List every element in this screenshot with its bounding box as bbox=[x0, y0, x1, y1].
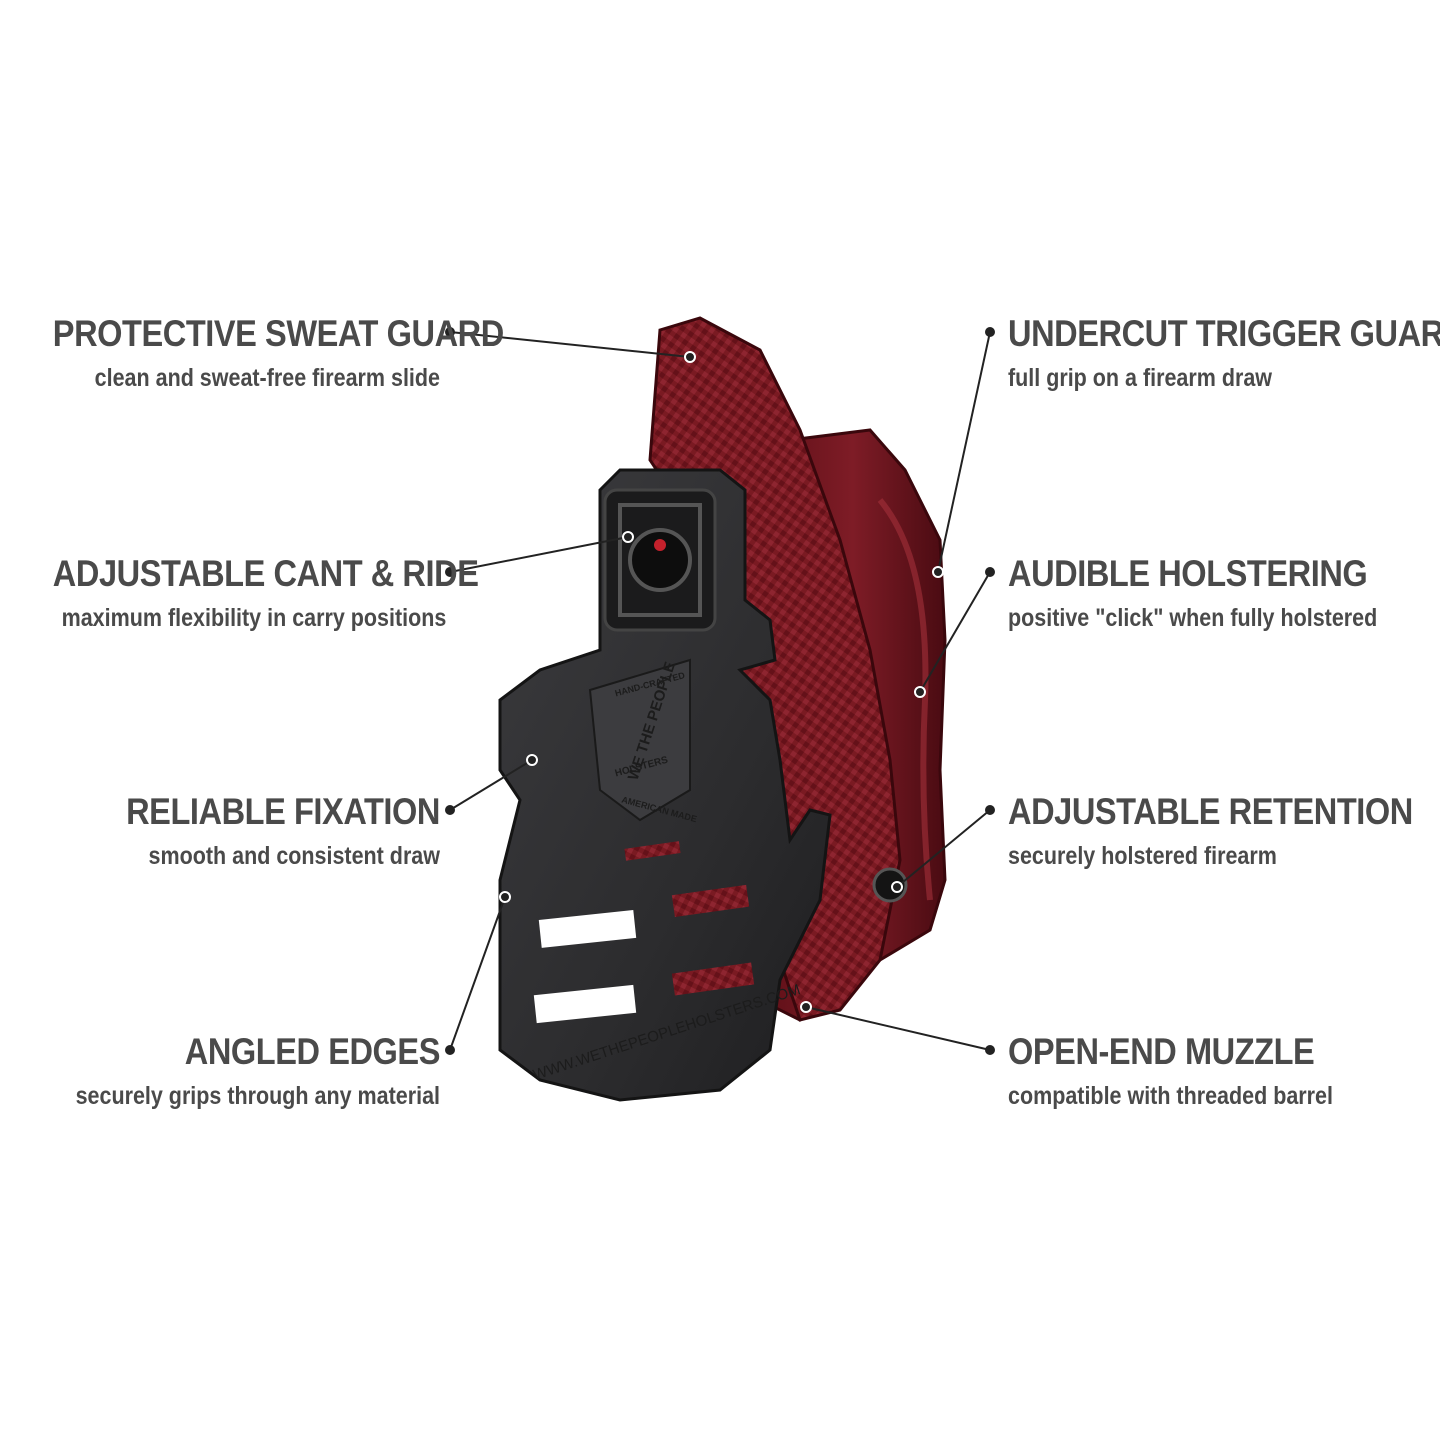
belt-slot bbox=[538, 910, 637, 948]
cant-adjustment-screw bbox=[603, 488, 717, 632]
belt-slot bbox=[671, 884, 750, 918]
feature-reliable-fixation: RELIABLE FIXATION smooth and consistent … bbox=[0, 790, 440, 872]
feature-desc: smooth and consistent draw bbox=[148, 842, 440, 870]
feature-open-end-muzzle: OPEN-END MUZZLE compatible with threaded… bbox=[1008, 1030, 1440, 1112]
feature-adjustable-retention: ADJUSTABLE RETENTION securely holstered … bbox=[1008, 790, 1440, 872]
feature-title: ADJUSTABLE CANT & RIDE bbox=[52, 553, 479, 594]
belt-slot bbox=[624, 841, 681, 861]
feature-title: ADJUSTABLE RETENTION bbox=[1008, 791, 1413, 832]
retention-screw bbox=[872, 867, 908, 903]
feature-title: PROTECTIVE SWEAT GUARD bbox=[52, 313, 504, 354]
belt-slot bbox=[533, 984, 637, 1024]
holster-trigger-guard-ridge bbox=[877, 498, 933, 901]
feature-undercut-trigger-guard: UNDERCUT TRIGGER GUARD full grip on a fi… bbox=[1008, 312, 1440, 394]
feature-title: ANGLED EDGES bbox=[184, 1031, 441, 1072]
feature-desc: compatible with threaded barrel bbox=[1008, 1082, 1333, 1110]
feature-title: UNDERCUT TRIGGER GUARD bbox=[1008, 313, 1440, 354]
feature-desc: clean and sweat-free firearm slide bbox=[94, 364, 441, 392]
belt-slot bbox=[671, 962, 755, 996]
feature-sweat-guard: PROTECTIVE SWEAT GUARD clean and sweat-f… bbox=[0, 312, 504, 394]
feature-desc: securely holstered firearm bbox=[1008, 842, 1277, 870]
feature-desc: full grip on a firearm draw bbox=[1008, 364, 1273, 392]
feature-desc: securely grips through any material bbox=[75, 1082, 440, 1110]
feature-audible-holstering: AUDIBLE HOLSTERING positive "click" when… bbox=[1008, 552, 1440, 634]
feature-desc: positive "click" when fully holstered bbox=[1008, 604, 1378, 632]
feature-title: RELIABLE FIXATION bbox=[126, 791, 441, 832]
feature-angled-edges: ANGLED EDGES securely grips through any … bbox=[0, 1030, 441, 1112]
feature-cant-ride: ADJUSTABLE CANT & RIDE maximum flexibili… bbox=[0, 552, 479, 634]
brand-badge bbox=[588, 658, 691, 822]
feature-title: OPEN-END MUZZLE bbox=[1008, 1031, 1315, 1072]
feature-desc: maximum flexibility in carry positions bbox=[61, 604, 447, 632]
leader-lines bbox=[445, 327, 995, 1055]
feature-title: AUDIBLE HOLSTERING bbox=[1008, 553, 1368, 594]
